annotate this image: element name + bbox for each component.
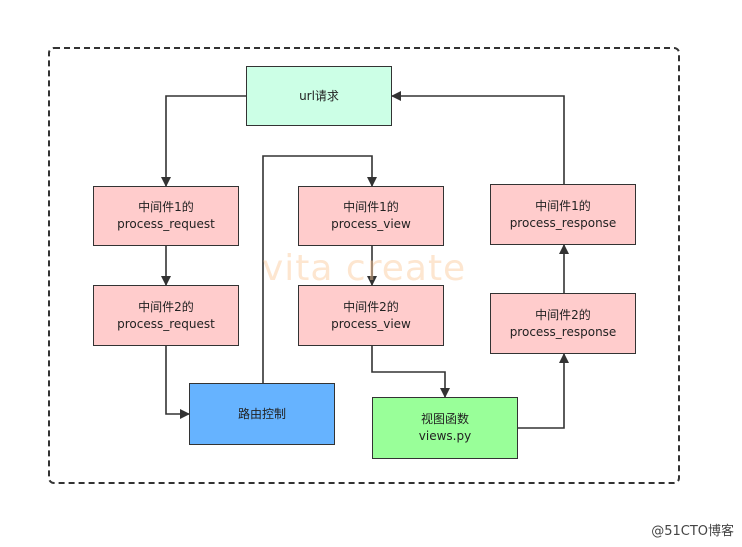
middleware1-process-response-node: 中间件1的 process_response	[490, 184, 636, 245]
node-title: 中间件2的	[535, 307, 591, 322]
arrow-route-to-view1	[262, 155, 377, 383]
node-title: 中间件1的	[535, 198, 591, 213]
node-method: process_response	[509, 215, 617, 230]
node-title: 中间件1的	[343, 200, 399, 214]
node-method: process_view	[331, 217, 411, 231]
routing-control-label: 路由控制	[237, 406, 286, 421]
arrow-resp1-to-url	[391, 91, 565, 184]
node-title: 中间件2的	[343, 299, 399, 314]
url-request-node: url请求	[246, 66, 392, 126]
source-credit: @51CTO博客	[651, 524, 734, 539]
node-title: 中间件1的	[138, 200, 194, 214]
node-method: process_request	[117, 316, 215, 331]
arrow-view2-to-viewfn	[371, 346, 450, 398]
middleware2-process-response-node: 中间件2的 process_response	[490, 293, 636, 354]
node-method: process_view	[331, 316, 411, 331]
url-request-label: url请求	[299, 88, 339, 103]
middleware1-process-request-node: 中间件1的 process_request	[93, 186, 239, 246]
view-function-file: views.py	[418, 429, 472, 443]
routing-control-node: 路由控制	[189, 383, 335, 445]
watermark-text: vita create	[262, 248, 467, 289]
middleware2-process-view-node: 中间件2的 process_view	[298, 285, 444, 346]
dashed-frame	[48, 47, 680, 484]
arrow-viewfn-to-resp2	[518, 353, 569, 429]
view-function-node: 视图函数 views.py	[372, 397, 518, 459]
node-title: 中间件2的	[138, 299, 194, 314]
arrow-req2-to-route	[165, 346, 190, 419]
middleware2-process-request-node: 中间件2的 process_request	[93, 285, 239, 346]
node-method: process_request	[117, 217, 215, 231]
view-function-title: 视图函数	[420, 412, 469, 426]
node-method: process_response	[509, 324, 617, 339]
arrow-url-to-req1	[161, 95, 246, 187]
middleware1-process-view-node: 中间件1的 process_view	[298, 186, 444, 246]
